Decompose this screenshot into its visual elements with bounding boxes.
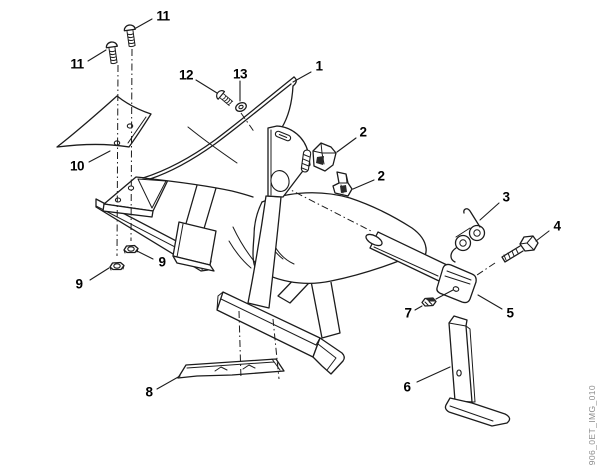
callout-label-8: 8 [145, 384, 153, 400]
callout-label-11b: 11 [70, 56, 84, 72]
part-moldboard-blade [142, 76, 297, 198]
callout-label-3: 3 [502, 189, 510, 205]
part-share-blade [177, 358, 285, 379]
callout-label-12: 12 [178, 67, 194, 83]
frame-base-bar [216, 291, 345, 375]
part-hex-bolt [501, 235, 539, 263]
part-hex-nut-left [109, 261, 125, 271]
part-tension-spring [450, 208, 486, 263]
frame-central-strut [247, 195, 282, 309]
leader-lines [87, 18, 550, 390]
callout-label-10: 10 [69, 158, 85, 174]
callout-label-13: 13 [232, 66, 248, 82]
figure-id-label: 906_0ET_IMG_010 [587, 384, 597, 465]
callout-label-9a: 9 [158, 254, 166, 270]
callout-label-4: 4 [553, 218, 561, 234]
part-screw-right [123, 24, 136, 48]
callout-label-1: 1 [315, 58, 323, 74]
part-mount-plate [267, 125, 312, 198]
part-washer [235, 102, 247, 112]
callout-label-2b: 2 [377, 168, 385, 184]
alignment-dash-lines [116, 48, 496, 380]
part-hex-nut-right [123, 244, 139, 254]
part-wing-plate [56, 95, 152, 148]
callout-label-5: 5 [506, 305, 514, 321]
callout-label-2a: 2 [359, 124, 367, 140]
part-depth-stand [444, 315, 511, 427]
callout-label-6: 6 [403, 379, 411, 395]
part-screw-left [105, 41, 118, 65]
part-fastening-screw [216, 90, 234, 107]
axle-centerline [282, 185, 372, 232]
part-axle-bracket [436, 263, 477, 304]
callout-label-7: 7 [404, 305, 412, 321]
part-clamp-lower [332, 171, 353, 197]
callout-label-9b: 9 [75, 276, 83, 292]
part-clamp-upper [312, 142, 337, 172]
part-lock-nut [421, 297, 437, 307]
callout-label-11a: 11 [156, 8, 170, 24]
